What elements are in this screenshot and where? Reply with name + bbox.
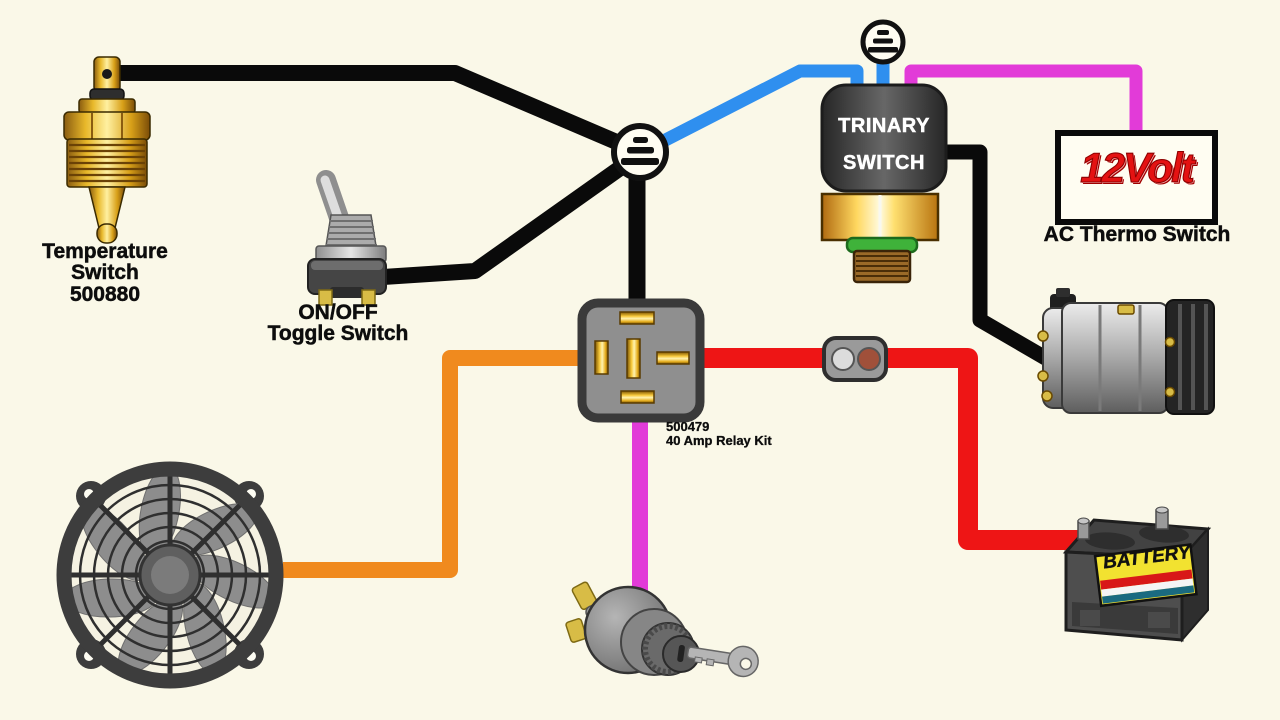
temperature-switch-icon (63, 56, 151, 244)
fuse-holder-icon (822, 336, 888, 382)
trinary-switch-label-line2: SWITCH (843, 152, 925, 174)
temperature-switch-label: Temperature Switch 500880 (5, 240, 205, 306)
toggle-switch-label-line1: ON/OFF (298, 301, 378, 324)
wire-toggle-to-ground (375, 146, 648, 285)
temperature-switch-part-number: 500880 (69, 282, 141, 306)
battery-icon (1062, 506, 1212, 643)
temperature-switch-label-line2: Switch (71, 261, 139, 285)
ignition-switch-icon (565, 581, 759, 678)
wire-black-trinary-to-compressor (928, 144, 1062, 371)
relay-icon (577, 298, 705, 423)
temperature-switch-label-line1: Temperature (42, 240, 168, 263)
relay-name: 40 Amp Relay Kit (666, 433, 772, 448)
relay-label: 500479 40 Amp Relay Kit (666, 419, 866, 448)
ac-thermo-switch-box (1055, 130, 1218, 225)
ac-thermo-switch-label: AC Thermo Switch (1043, 223, 1231, 246)
toggle-switch-label: ON/OFF Toggle Switch (238, 301, 438, 346)
ground-terminal-trinary (860, 19, 906, 65)
relay-part-number: 500479 (666, 419, 710, 434)
wire-orange-relay-to-fan (283, 350, 588, 578)
fan-icon (56, 461, 284, 689)
twelve-volt-logo: 12Volt (1080, 144, 1196, 191)
toggle-switch-icon (307, 170, 387, 306)
toggle-switch-label-line2: Toggle Switch (267, 322, 409, 346)
trinary-switch-label-line1: TRINARY (838, 115, 930, 137)
ground-junction (611, 123, 669, 181)
wire-red-relay-to-battery (695, 348, 1082, 550)
compressor-icon (1037, 288, 1215, 415)
trinary-switch-icon (820, 83, 948, 284)
wire-temp-switch-to-ground (104, 65, 648, 160)
